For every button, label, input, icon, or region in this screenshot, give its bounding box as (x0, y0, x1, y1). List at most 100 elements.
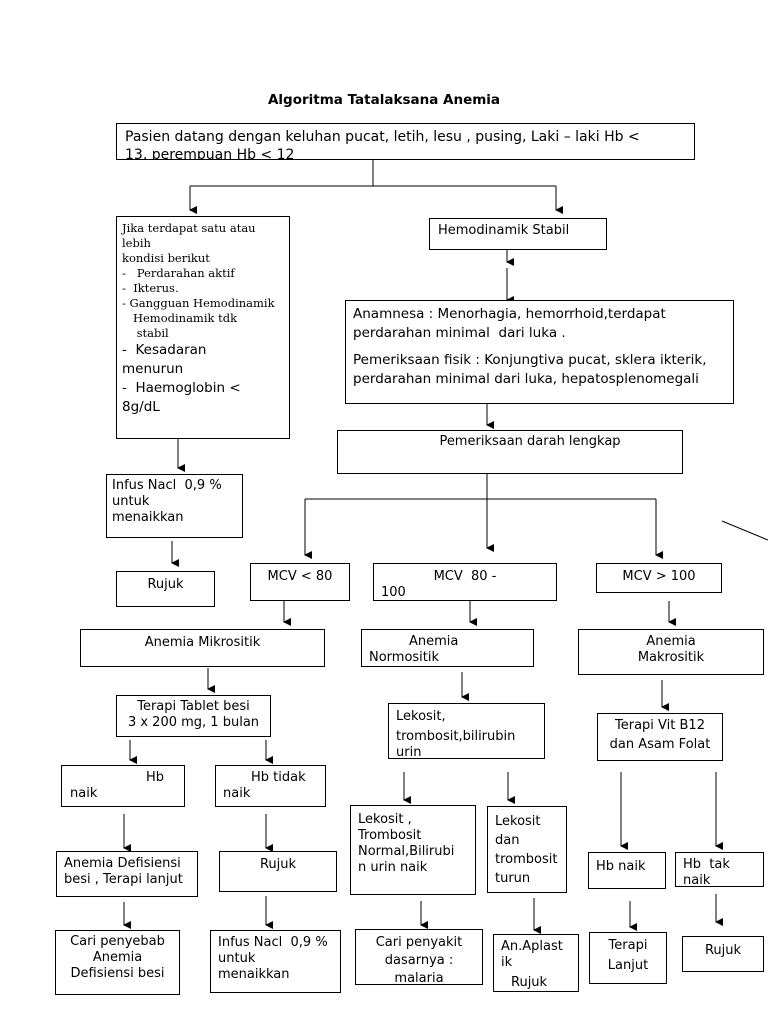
cari-penyebab-line-2: Anemia (92, 950, 143, 965)
terapi-lanjut-box: Terapi Lanjut (589, 932, 667, 984)
lab-test-box: Pemeriksaan darah lengkap (337, 430, 683, 474)
unstable-conditions-box: Jika terdapat satu atau lebih kondisi be… (116, 216, 290, 439)
mcv-high-label: MCV > 100 (622, 569, 696, 584)
top-box-line-2: 13, perempuan Hb < 12 (125, 147, 295, 160)
lekosit-normal-line-4: n urin naik (358, 860, 428, 875)
lekosit-turun-line-2: dan (495, 833, 520, 848)
cari-penyebab-line-1: Cari penyebab (70, 934, 165, 949)
hb-naik-box-2: Hb naik (588, 852, 666, 889)
infus-1-line-3: menaikkan (112, 510, 184, 525)
hb-tak-line-1: Hb tak (683, 857, 730, 872)
lekosit-line-2: trombosit,bilirubin (396, 729, 516, 744)
lekosit-turun-line-3: trombosit (495, 852, 558, 867)
infus-1-line-1: Infus Nacl 0,9 % (112, 478, 222, 493)
stable-label: Hemodinamik Stabil (438, 223, 570, 238)
terapi-besi-box: Terapi Tablet besi 3 x 200 mg, 1 bulan (116, 695, 271, 737)
terapi-besi-line-2: 3 x 200 mg, 1 bulan (127, 715, 260, 730)
top-box-line-1: Pasien datang dengan keluhan pucat, leti… (125, 129, 640, 145)
cari-penyebab-box: Cari penyebab Anemia Defisiensi besi (55, 930, 180, 995)
mcv-mid-label-2: 100 (381, 585, 406, 600)
unstable-line-7: stabil (122, 326, 169, 340)
unstable-line-9: menurun (122, 361, 184, 377)
infus-box-1: Infus Nacl 0,9 % untuk menaikkan (106, 474, 243, 538)
hb-tak-line-2: naik (683, 873, 711, 887)
infus-box-2: Infus Nacl 0,9 % untuk menaikkan (210, 930, 341, 993)
mcv-low-box: MCV < 80 (250, 563, 350, 601)
lekosit-line-1: Lekosit, (396, 709, 446, 724)
anemia-normositik-box: Anemia Normositik (361, 629, 534, 667)
hb-tidak-naik-box: Hb tidak naik (215, 765, 326, 807)
cari-penyakit-line-2: dasarnya : (384, 953, 454, 968)
diagonal-line (721, 520, 768, 541)
infus-2-line-1: Infus Nacl 0,9 % (218, 935, 328, 950)
terapi-lanjut-line-1: Terapi (608, 938, 648, 953)
lekosit-normal-line-3: Normal,Bilirubi (358, 844, 455, 859)
stable-hemodynamic-box: Hemodinamik Stabil (429, 218, 607, 250)
anamnesa-line-1: Anamnesa : Menorhagia, hemorrhoid,terdap… (353, 306, 666, 322)
aplastik-line-2: ik (501, 955, 513, 970)
anamnesa-line-2: perdarahan minimal dari luka . (353, 325, 566, 341)
lekosit-normal-line-1: Lekosit , (358, 812, 412, 827)
rujuk-box-1: Rujuk (116, 571, 215, 607)
top-condition-box: Pasien datang dengan keluhan pucat, leti… (116, 123, 695, 160)
anemia-mikro-label: Anemia Mikrositik (144, 635, 261, 650)
hb-naik-box-1: Hb naik (61, 765, 185, 807)
anemia-mikrositik-box: Anemia Mikrositik (80, 629, 325, 667)
mcv-mid-box: MCV 80 - 100 (373, 563, 557, 601)
infus-1-line-2: untuk (112, 494, 150, 509)
unstable-line-8: - Kesadaran (122, 342, 207, 358)
lekosit-box: Lekosit, trombosit,bilirubin urin (388, 703, 545, 759)
diagram-title: Algoritma Tatalaksana Anemia (267, 92, 501, 108)
anemia-makrositik-box: Anemia Makrositik (578, 629, 764, 675)
cari-penyakit-box: Cari penyakit dasarnya : malaria (355, 929, 483, 985)
unstable-line-2: kondisi berikut (122, 251, 210, 265)
lekosit-turun-line-1: Lekosit (495, 814, 541, 829)
defisiensi-line-1: Anemia Defisiensi (64, 856, 181, 871)
rujuk-2-label: Rujuk (259, 857, 297, 872)
mcv-mid-label: MCV 80 - (433, 569, 497, 584)
hb-tidak-line-1: Hb tidak (251, 770, 306, 785)
cari-penyakit-line-1: Cari penyakit (375, 935, 463, 950)
hb-naik-1-line-1: Hb (146, 770, 165, 785)
anemia-normo-line-2: Normositik (369, 650, 440, 665)
unstable-line-6: Hemodinamik tdk (122, 311, 238, 325)
terapi-b12-box: Terapi Vit B12 dan Asam Folat (597, 713, 723, 761)
unstable-line-11: 8g/dL (122, 399, 160, 415)
an-aplastik-box: An.Aplast ik Rujuk (493, 934, 579, 992)
lekosit-turun-box: Lekosit dan trombosit turun (487, 806, 567, 893)
hb-naik-1-line-2: naik (70, 786, 98, 801)
anemia-normo-line-1: Anemia (409, 634, 459, 649)
unstable-line-3: - Perdarahan aktif (122, 266, 235, 280)
unstable-line-4: - Ikterus. (122, 281, 179, 295)
mcv-high-box: MCV > 100 (596, 563, 722, 593)
terapi-b12-line-2: dan Asam Folat (609, 737, 711, 752)
rujuk-box-2: Rujuk (219, 851, 337, 892)
rujuk-1-label: Rujuk (147, 577, 184, 592)
unstable-line-1: Jika terdapat satu atau lebih (122, 221, 260, 250)
rujuk-3-label: Rujuk (704, 943, 742, 958)
terapi-besi-line-1: Terapi Tablet besi (137, 699, 250, 714)
lekosit-normal-line-2: Trombosit (358, 828, 422, 843)
aplastik-line-3: Rujuk (511, 975, 548, 990)
hb-tak-naik-box: Hb tak naik (675, 852, 764, 887)
aplastik-line-1: An.Aplast (501, 939, 563, 954)
anemia-defisiensi-box: Anemia Defisiensi besi , Terapi lanjut (56, 851, 198, 897)
anamnesa-line-4: perdarahan minimal dari luka, hepatosple… (353, 371, 699, 387)
lekosit-line-3: urin (396, 745, 422, 759)
hb-tidak-line-2: naik (223, 786, 251, 801)
hb-naik-2-label: Hb naik (596, 859, 646, 874)
unstable-line-5: - Gangguan Hemodinamik (122, 296, 275, 310)
anamnesa-box: Anamnesa : Menorhagia, hemorrhoid,terdap… (345, 300, 734, 404)
anemia-makro-line-2: Makrositik (637, 650, 705, 665)
cari-penyebab-line-3: Defisiensi besi (70, 966, 165, 981)
lekosit-normal-box: Lekosit , Trombosit Normal,Bilirubi n ur… (350, 805, 476, 895)
anamnesa-line-3: Pemeriksaan fisik : Konjungtiva pucat, s… (353, 352, 707, 368)
infus-2-line-2: untuk (218, 951, 256, 966)
terapi-b12-line-1: Terapi Vit B12 (615, 718, 705, 733)
lekosit-turun-line-4: turun (495, 871, 531, 886)
cari-penyakit-line-3: malaria (394, 971, 444, 985)
mcv-low-label: MCV < 80 (267, 569, 333, 584)
rujuk-box-3: Rujuk (682, 936, 764, 972)
terapi-lanjut-line-2: Lanjut (607, 958, 649, 973)
